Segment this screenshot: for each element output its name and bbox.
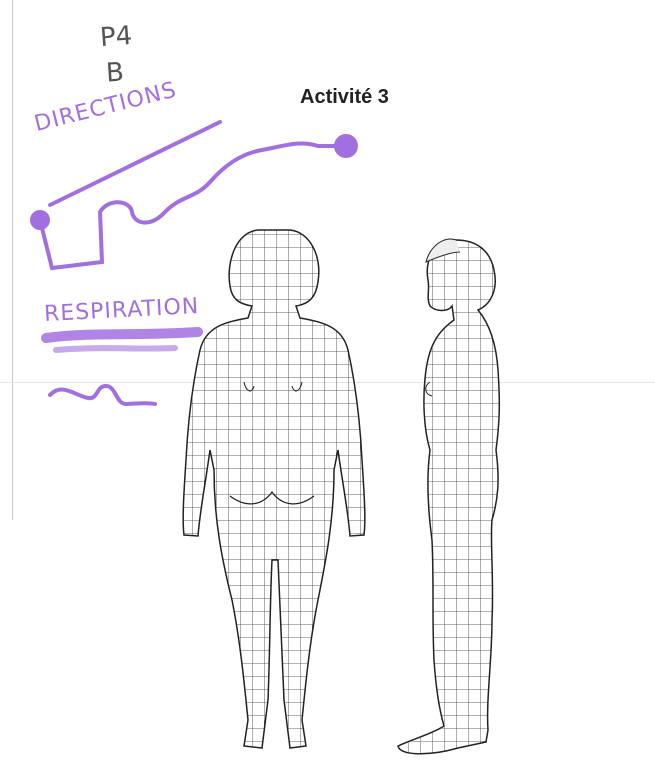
directions-dot-left [30,210,50,230]
respiration-wave-stroke [50,386,155,404]
respiration-highlight-stroke [46,332,198,350]
body-back-figure [183,230,365,748]
body-side-figure [398,239,499,754]
directions-dot-right [334,134,358,158]
